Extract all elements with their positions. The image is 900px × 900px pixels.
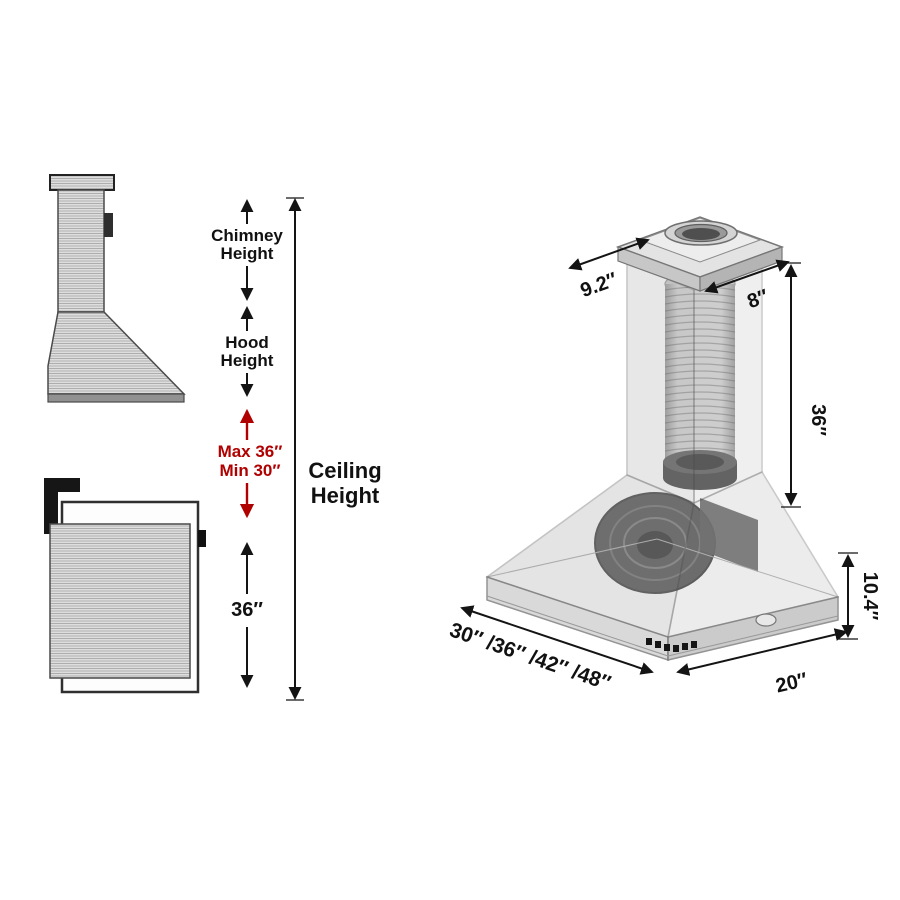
hood-height-dim-label: 10.4″ bbox=[859, 572, 881, 621]
control-button bbox=[664, 644, 670, 651]
chimney-height-dim-label: 36″ bbox=[807, 404, 829, 436]
hood-height-label-line1: Hood bbox=[225, 333, 268, 352]
chimney-height-label-line2: Height bbox=[221, 244, 274, 263]
dimension-column: Chimney Height Hood Height Max 36″ Min 3… bbox=[211, 197, 382, 701]
light-cutout bbox=[755, 613, 777, 627]
chimney-face-left bbox=[626, 260, 695, 505]
max-mount-height-label: Max 36″ bbox=[218, 442, 283, 461]
ceiling-height-label-line1: Ceiling bbox=[308, 458, 381, 483]
hood-lip bbox=[47, 393, 185, 403]
blower-motor-housing bbox=[700, 498, 758, 572]
width-options-dim-line bbox=[460, 605, 654, 675]
min-mount-height-label: Min 30″ bbox=[219, 461, 280, 480]
blower-fan-ring-inner bbox=[623, 517, 687, 569]
cooktop-clearance-label: 36″ bbox=[231, 599, 263, 621]
blower-fan-hub bbox=[637, 531, 673, 559]
hood-front-panel bbox=[49, 523, 191, 679]
hood-installed-view bbox=[44, 478, 206, 694]
top-depth-dim-line bbox=[568, 237, 650, 271]
control-button bbox=[673, 645, 679, 652]
base-depth-dim-line bbox=[676, 628, 848, 676]
control-button bbox=[655, 641, 661, 648]
isometric-view bbox=[485, 216, 840, 662]
duct-outlet-hole bbox=[682, 228, 720, 240]
hood-height-label-line2: Height bbox=[221, 351, 274, 370]
control-button bbox=[691, 641, 697, 648]
control-button bbox=[682, 643, 688, 650]
flex-duct-shading bbox=[665, 284, 735, 468]
power-knob bbox=[198, 530, 206, 547]
top-width-dim-line bbox=[704, 259, 790, 294]
base-back-edge-right bbox=[656, 538, 839, 598]
chimney-duct-cover bbox=[57, 189, 105, 313]
mounting-bracket bbox=[104, 213, 113, 237]
hood-side-view bbox=[47, 174, 186, 403]
chimney-height-label-line1: Chimney bbox=[211, 226, 283, 245]
ceiling-height-label-line2: Height bbox=[311, 483, 380, 508]
base-depth-label: 20″ bbox=[774, 669, 810, 698]
chimney-cap bbox=[49, 174, 115, 191]
top-depth-label: 9.2″ bbox=[578, 268, 621, 302]
duct-collar-opening bbox=[676, 454, 724, 470]
wall-bracket bbox=[44, 478, 80, 534]
base-back-edge-left bbox=[486, 538, 658, 578]
control-button bbox=[646, 638, 652, 645]
hood-canopy bbox=[47, 311, 186, 395]
